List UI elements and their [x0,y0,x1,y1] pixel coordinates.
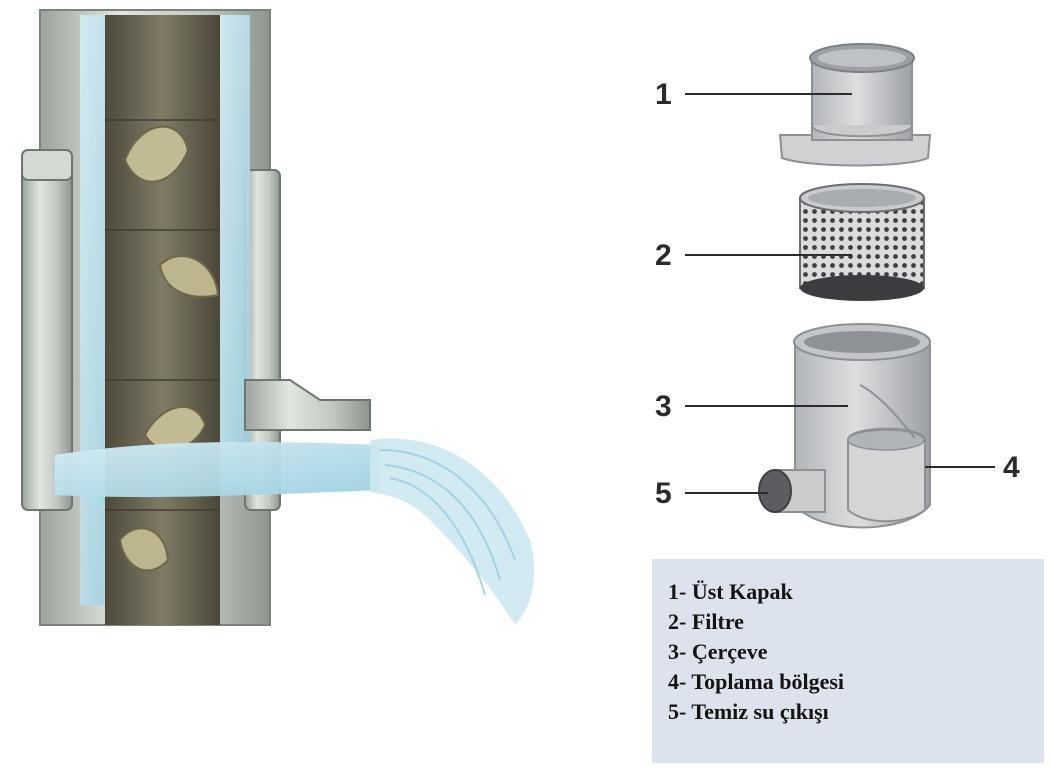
callout-5: 5 [655,477,672,510]
pipe-collar-ring [22,150,72,180]
outlet-spout [245,380,370,430]
water-flow [55,442,380,497]
legend-item-filter: 2- Filtre [668,607,1044,637]
top-cap [780,44,930,166]
legend-item-clean-water-outlet: 5- Temiz su çıkışı [668,697,1044,727]
callout-4: 4 [1003,451,1020,484]
legend-box: 1- Üst Kapak 2- Filtre 3- Çerçeve 4- Top… [652,559,1044,763]
downpipe-cutaway [22,10,534,625]
legend-item-frame: 3- Çerçeve [668,637,1044,667]
legend-item-collection-zone: 4- Toplama bölgesi [668,667,1044,697]
inner-channel [105,15,220,625]
callout-2: 2 [655,239,672,272]
callout-1: 1 [655,78,672,111]
filter-mesh [800,184,924,301]
clean-water-outlet [759,470,825,512]
callout-3: 3 [655,390,672,423]
legend-item-top-cap: 1- Üst Kapak [668,577,1044,607]
exploded-filter: 1 2 3 4 5 [655,44,1020,528]
